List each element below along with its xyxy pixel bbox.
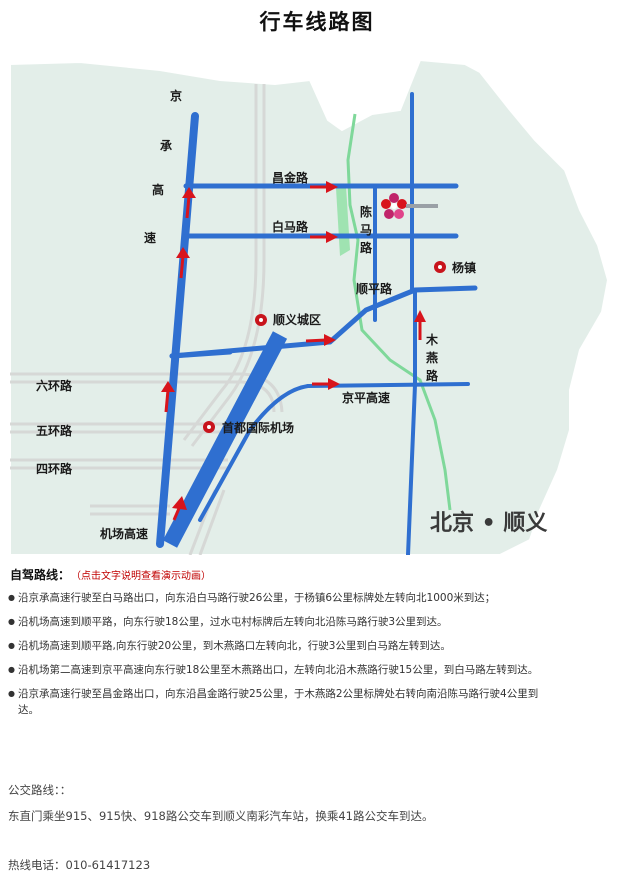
driving-section: 自驾路线： （点击文字说明查看演示动画） [10, 566, 211, 583]
jingcheng-char: 承 [160, 139, 172, 153]
route-map-svg: 京 承 高 速 昌金路 白马路 陈 马 路 杨镇 顺平路 顺义城区 木 燕 路 … [10, 58, 610, 555]
bus-route-text: 东直门乘坐915、915快、918路公交车到顺义南彩汽车站，换乘41路公交车到达… [8, 809, 434, 823]
chenma-char: 马 [360, 223, 372, 237]
ring4-label: 四环路 [36, 461, 73, 476]
jingcheng-label: 京 承 高 速 [144, 88, 182, 245]
changjin-road-label: 昌金路 [272, 170, 309, 185]
ring-roads [10, 84, 284, 555]
shunyi-land [10, 58, 610, 555]
bus-label: 公交路线：： [8, 783, 72, 797]
driving-label: 自驾路线： [10, 568, 71, 582]
chenma-char: 陈 [360, 204, 372, 219]
shunping-road-label: 顺平路 [356, 281, 393, 296]
muyan-char: 木 [425, 332, 439, 347]
route-arrows [161, 181, 426, 521]
jingcheng-char: 高 [152, 182, 164, 197]
jingping-label: 京平高速 [342, 390, 390, 405]
route-item[interactable]: 沿京承高速行驶至昌金路出口，向东沿昌金路行驶25公里，于木燕路2公里标牌处右转向… [8, 686, 548, 718]
muyan-char: 燕 [426, 350, 438, 365]
route-item[interactable]: 沿机场第二高速到京平高速向东行驶18公里至木燕路出口，左转向北沿木燕路行驶15公… [8, 662, 548, 678]
page-title: 行车线路图 [259, 9, 375, 34]
route-map: 京 承 高 速 昌金路 白马路 陈 马 路 杨镇 顺平路 顺义城区 木 燕 路 … [10, 50, 625, 555]
brand-label: 北京 • 顺义 [430, 510, 547, 536]
destination-logo-icon [381, 193, 438, 219]
jingcheng-char: 京 [170, 88, 182, 103]
airport-expressway-label: 机场高速 [100, 526, 148, 541]
muyan-char: 路 [426, 368, 439, 383]
airport-label: 首都国际机场 [222, 420, 294, 435]
muyan-label: 木 燕 路 [425, 332, 439, 383]
river [346, 113, 452, 511]
jingcheng-char: 速 [144, 230, 156, 245]
hotline-text: 热线电话：010-61417123 [8, 858, 151, 872]
ring6-label: 六环路 [36, 378, 73, 393]
baima-road-label: 白马路 [272, 219, 309, 234]
place-markers [203, 261, 446, 433]
shunyi-label: 顺义城区 [273, 312, 321, 327]
route-item[interactable]: 沿机场高速到顺平路，向东行驶18公里，过水屯村标牌后左转向北沿陈马路行驶3公里到… [8, 614, 548, 630]
route-item[interactable]: 沿机场高速到顺平路,向东行驶20公里，到木燕路口左转向北，行驶3公里到白马路左转… [8, 638, 548, 654]
route-item[interactable]: 沿京承高速行驶至白马路出口，向东沿白马路行驶26公里，于杨镇6公里标牌处左转向北… [8, 590, 548, 606]
ring5-label: 五环路 [36, 423, 73, 438]
yangzhen-label: 杨镇 [452, 260, 476, 275]
chenma-label: 陈 马 路 [360, 204, 373, 255]
chenma-char: 路 [360, 240, 373, 255]
animation-link[interactable]: （点击文字说明查看演示动画） [76, 571, 212, 582]
driving-routes-list: 沿京承高速行驶至白马路出口，向东沿白马路行驶26公里，于杨镇6公里标牌处左转向北… [8, 590, 548, 726]
